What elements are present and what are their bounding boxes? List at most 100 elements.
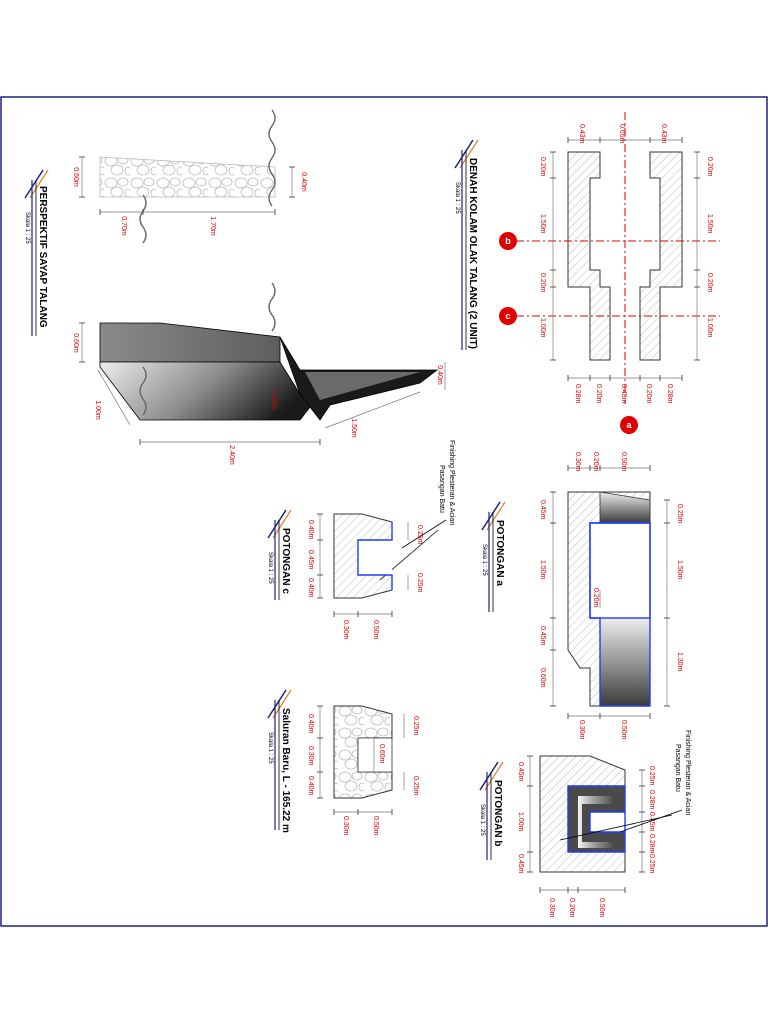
title-potongan-a-text: POTONGAN a — [494, 520, 505, 586]
potongan-b-section: 0.45m 1.00m 0.45m 0.25m 0.28m 0.45m 0.28… — [517, 755, 655, 918]
note-finishing-a: Finishing Plesteran & Acian — [448, 440, 455, 525]
title-perspektif-sayap-talang: PERSPEKTIF SAYAP TALANG — [37, 186, 48, 328]
dim-pot-c-6: 0.50m — [372, 620, 379, 640]
dim-pot-a-9: 1.30m — [676, 652, 683, 672]
section-marker-c — [499, 307, 517, 325]
dim-pot-b-5: 0.45m — [648, 812, 655, 832]
title-saluran-baru-text: Saluran Baru, L - 165.22 m — [280, 708, 291, 833]
dim-sayap-persp-2: 2.40m — [228, 445, 235, 465]
dim-pot-a-12: 0.50m — [620, 720, 627, 740]
sayap-perspective-3d: 0.60m 1.00m 2.40m 1.50m 0.40m 1.00m — [72, 282, 446, 465]
potongan-a-section: 0.30m 0.20m 0.50m 0.45m 1.50m 0.45m 0.60… — [539, 452, 683, 740]
dim-pot-c-0: 0.40m — [307, 520, 314, 540]
title-potongan-a: POTONGAN a Skala 1 : 25 — [481, 501, 506, 612]
title-perspektif: PERSPEKTIF SAYAP TALANG Skala 1 : 25 — [24, 169, 49, 336]
dim-pot-b-9: 0.20m — [568, 898, 575, 918]
scale-potongan-a: Skala 1 : 25 — [481, 544, 487, 576]
dim-pot-c-2: 0.40m — [307, 578, 314, 598]
dim-pot-a-8: 1.50m — [676, 560, 683, 580]
marker-b-label: b — [505, 236, 511, 246]
dim-denah-0: 0.43m — [578, 124, 585, 144]
scale-perspektif: Skala 1 : 25 — [24, 212, 30, 244]
dim-denah-6: 1.00m — [539, 318, 546, 338]
dim-pot-a-3: 0.45m — [539, 500, 546, 520]
dim-pot-a-4: 1.50m — [539, 560, 546, 580]
dim-sayap-persp-5: 1.00m — [270, 390, 277, 410]
dim-pot-a-11: 0.30m — [578, 720, 585, 740]
dim-pot-b-8: 0.30m — [548, 898, 555, 918]
dim-sayap-plan-0: 0.60m — [72, 167, 79, 187]
sheet-border — [0, 96, 768, 927]
dim-pot-c-1: 0.45m — [307, 550, 314, 570]
dim-denah-14: 0.20m — [645, 384, 652, 404]
scale-potongan-b: Skala 1 : 25 — [479, 804, 485, 836]
dim-pot-b-2: 0.45m — [517, 854, 524, 874]
dim-denah-5: 0.20m — [539, 273, 546, 293]
marker-c-label: c — [505, 311, 510, 321]
title-potongan-c-text: POTONGAN c — [280, 528, 291, 594]
dim-denah-15: 0.28m — [666, 384, 673, 404]
dim-sayap-persp-4: 0.40m — [436, 365, 443, 385]
dim-pot-a-2: 0.50m — [620, 452, 627, 472]
title-saluran: Saluran Baru, L - 165.22 m Skala 1 : 25 — [267, 689, 292, 833]
dim-saluran-6: 0.30m — [342, 816, 349, 836]
dim-sayap-plan-2: 0.70m — [120, 216, 127, 236]
note-finishing-b: Finishing Plesteran & Acian — [684, 730, 691, 815]
dim-denah-2: 0.43m — [660, 124, 667, 144]
dim-sayap-persp-0: 0.60m — [72, 333, 79, 353]
note-pasangan-b: Pasangan Batu — [674, 744, 681, 792]
dim-pot-b-4: 0.28m — [648, 790, 655, 810]
dim-pot-a-6: 0.60m — [539, 668, 546, 688]
dim-pot-a-7: 0.25m — [676, 504, 683, 524]
saluran-baru-section: 0.40m 0.30m 0.40m 0.25m 0.60m 0.25m 0.30… — [307, 705, 419, 836]
dim-pot-a-1: 0.20m — [592, 452, 599, 472]
dim-saluran-0: 0.40m — [307, 714, 314, 734]
dim-saluran-7: 0.50m — [372, 816, 379, 836]
dim-pot-c-3: 0.25m — [416, 525, 423, 545]
dim-saluran-1: 0.30m — [307, 746, 314, 766]
title-potongan-b: POTONGAN b Skala 1 : 25 — [479, 761, 504, 860]
dim-pot-b-3: 0.25m — [648, 766, 655, 786]
title-denah: DENAH KOLAM OLAK TALANG (2 UNIT) Skala 1… — [454, 139, 479, 350]
title-potongan-c: POTONGAN c Skala 1 : 25 — [267, 509, 292, 600]
dim-pot-c-4: 0.25m — [416, 573, 423, 593]
dim-denah-12: 0.20m — [595, 384, 602, 404]
sayap-plan-view: 0.60m 0.40m 0.70m 1.70m — [72, 109, 307, 244]
dim-denah-7: 0.20m — [706, 157, 713, 177]
dim-denah-1: 0.65m — [618, 124, 625, 144]
marker-a-label: a — [626, 420, 632, 430]
dim-saluran-2: 0.40m — [307, 776, 314, 796]
dim-denah-4: 1.50m — [539, 214, 546, 234]
dim-pot-b-7: 0.25m — [648, 854, 655, 874]
dim-denah-9: 0.20m — [706, 273, 713, 293]
section-marker-b — [499, 232, 517, 250]
dim-pot-b-0: 0.45m — [517, 762, 524, 782]
note-pasangan-a: Pasangan Batu — [438, 465, 445, 513]
dim-pot-b-6: 0.28m — [648, 834, 655, 854]
dim-denah-8: 1.50m — [706, 214, 713, 234]
notes-potongan-b: Finishing Plesteran & Acian Pasangan Bat… — [559, 730, 691, 841]
dim-pot-b-10: 0.50m — [598, 898, 605, 918]
scale-denah: Skala 1 : 25 — [454, 182, 460, 214]
dim-sayap-plan-1: 0.40m — [300, 172, 307, 192]
dim-pot-a-10: 0.20m — [592, 588, 599, 608]
dim-pot-a-0: 0.30m — [574, 452, 581, 472]
scale-potongan-c: Skala 1 : 25 — [267, 552, 273, 584]
dim-saluran-5: 0.25m — [412, 776, 419, 796]
denah-plan-view: b c a 0.43m 0.65m 0.43m 0.20m 1.50m 0.20… — [499, 112, 720, 434]
potongan-c-section: 0.40m 0.45m 0.40m 0.25m 0.25m 0.30m 0.50… — [307, 513, 423, 640]
dim-denah-11: 0.28m — [574, 384, 581, 404]
title-denah-kolam-olak: DENAH KOLAM OLAK TALANG (2 UNIT) — [467, 158, 478, 349]
section-marker-a — [620, 416, 638, 434]
dim-pot-a-5: 0.45m — [539, 626, 546, 646]
dim-sayap-plan-3: 1.70m — [209, 216, 216, 236]
dim-pot-b-1: 1.00m — [517, 812, 524, 832]
dim-sayap-persp-3: 1.50m — [350, 418, 357, 438]
dim-denah-13: 0.45m — [620, 384, 627, 404]
title-potongan-b-text: POTONGAN b — [492, 780, 503, 846]
dim-pot-c-5: 0.30m — [342, 620, 349, 640]
scale-saluran: Skala 1 : 25 — [267, 732, 273, 764]
dim-denah-10: 1.00m — [706, 318, 713, 338]
dim-saluran-3: 0.25m — [412, 716, 419, 736]
